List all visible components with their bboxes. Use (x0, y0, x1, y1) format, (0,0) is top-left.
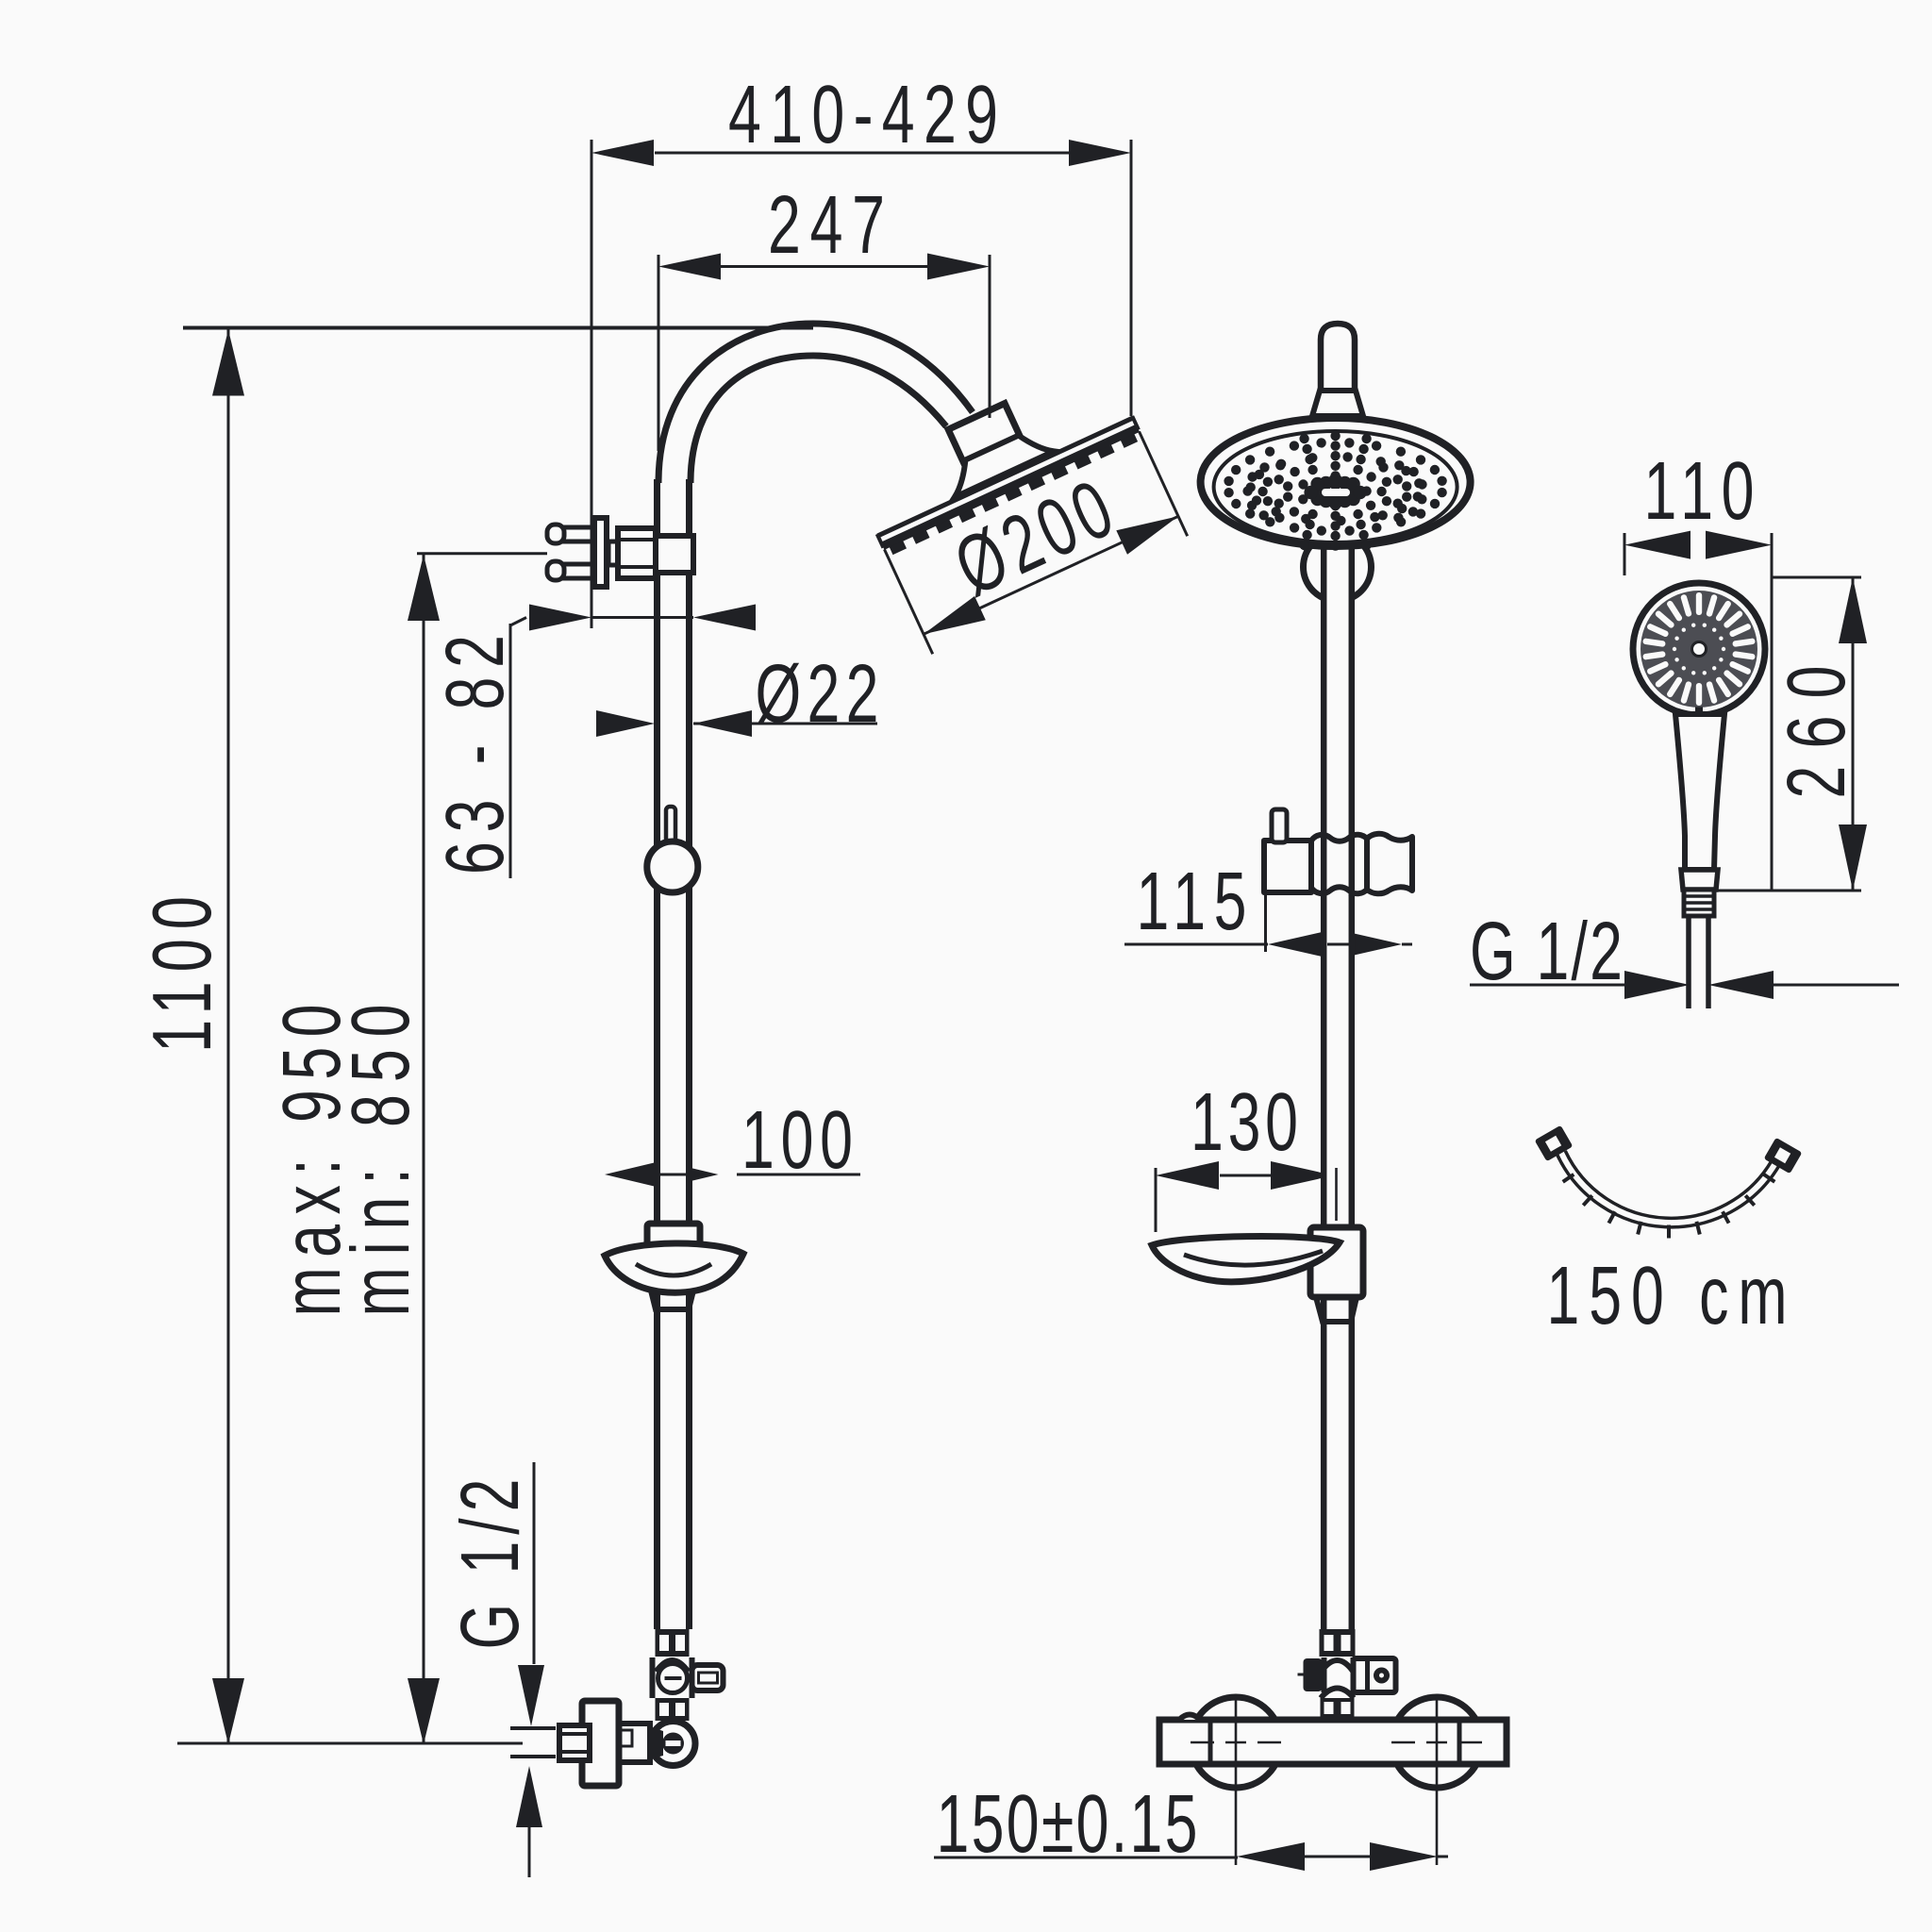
svg-text:Ø22: Ø22 (756, 648, 879, 741)
svg-text:G 1/2: G 1/2 (1470, 906, 1623, 998)
svg-text:410-429: 410-429 (728, 69, 998, 161)
svg-text:100: 100 (741, 1094, 853, 1187)
svg-text:115: 115 (1137, 856, 1247, 948)
svg-text:247: 247 (768, 179, 885, 272)
svg-text:G 1/2: G 1/2 (444, 1478, 537, 1649)
svg-text:150±0.15: 150±0.15 (937, 1778, 1198, 1871)
svg-text:130: 130 (1191, 1076, 1298, 1169)
svg-text:110: 110 (1644, 445, 1755, 538)
svg-text:260: 260 (1771, 666, 1863, 799)
